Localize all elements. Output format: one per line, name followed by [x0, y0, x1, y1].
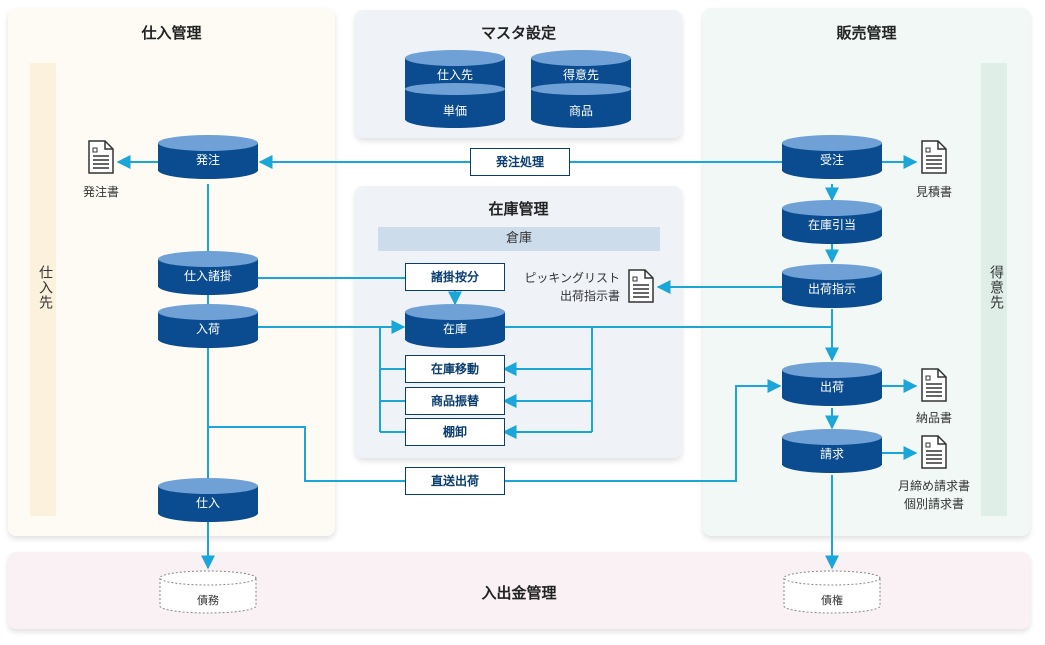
box-product-swap[interactable]: 商品振替	[405, 387, 505, 415]
node-stock-label: 在庫	[442, 322, 467, 336]
node-order-received-label: 受注	[819, 153, 844, 167]
doc-label-invoice-line2: 個別請求書	[903, 497, 964, 511]
node-purchase-charges[interactable]: 仕入諸掛	[158, 251, 258, 295]
node-arrival-label: 入荷	[195, 322, 220, 336]
doc-label-delivery-note: 納品書	[915, 411, 952, 425]
doc-label-picking-list-line1: ピッキングリスト	[524, 271, 620, 285]
box-direct-shipping[interactable]: 直送出荷	[405, 467, 505, 495]
master-settings-title: マスタ設定	[480, 24, 556, 42]
purchase-management-title: 仕入管理	[141, 24, 202, 42]
doc-label-invoice-line1: 月締め請求書	[897, 479, 970, 493]
sales-management-title: 販売管理	[836, 24, 897, 42]
warehouse-bar: 倉庫	[378, 227, 660, 251]
document-icon-quotation	[921, 140, 947, 174]
node-purchase-charges-label: 仕入諸掛	[183, 269, 232, 283]
node-receivables-label: 債権	[821, 594, 843, 607]
box-stocktaking[interactable]: 棚卸	[405, 418, 505, 446]
document-icon-delivery-note	[921, 368, 947, 402]
master-db-label-product: 商品	[568, 104, 593, 118]
node-shipment-label: 出荷	[819, 380, 844, 394]
node-billing-label: 請求	[819, 447, 844, 461]
node-order[interactable]: 発注	[158, 135, 258, 179]
node-arrival[interactable]: 入荷	[158, 304, 258, 348]
inventory-management-title: 在庫管理	[488, 200, 549, 218]
node-billing[interactable]: 請求	[782, 429, 882, 473]
dashed-cylinder-icon	[783, 570, 881, 614]
cash-management-title: 入出金管理	[481, 584, 557, 602]
master-db-supplier-price[interactable]: 仕入先 単価	[405, 50, 505, 128]
box-charge-allocation[interactable]: 諸掛按分	[405, 263, 505, 291]
node-order-label: 発注	[195, 153, 220, 167]
box-order-processing[interactable]: 発注処理	[470, 148, 570, 176]
node-order-received[interactable]: 受注	[782, 135, 882, 179]
supplier-label: 仕入先	[37, 265, 53, 310]
node-receivables[interactable]: 債権	[783, 570, 881, 614]
customer-label: 得意先	[988, 265, 1004, 310]
dashed-cylinder-icon	[159, 570, 257, 614]
master-db-label-price: 単価	[442, 104, 467, 118]
document-icon-invoice	[921, 435, 947, 469]
node-stock-allocation[interactable]: 在庫引当	[782, 200, 882, 244]
doc-label-invoice: 月締め請求書 個別請求書	[889, 477, 979, 513]
node-purchase-label: 仕入	[195, 496, 220, 510]
master-db-customer-product[interactable]: 得意先 商品	[531, 50, 631, 128]
supplier-strip	[30, 63, 56, 516]
node-stock-allocation-label: 在庫引当	[807, 218, 856, 232]
node-purchase[interactable]: 仕入	[158, 478, 258, 522]
node-stock[interactable]: 在庫	[405, 304, 505, 348]
customer-strip	[981, 63, 1007, 516]
doc-label-quotation: 見積書	[915, 185, 952, 199]
doc-label-purchase-order: 発注書	[82, 185, 119, 199]
document-icon-picking-list	[628, 269, 654, 303]
master-db-label-supplier: 仕入先	[436, 68, 473, 82]
box-stock-transfer[interactable]: 在庫移動	[405, 355, 505, 383]
doc-label-picking-list: ピッキングリスト 出荷指示書	[510, 269, 620, 305]
node-payables-label: 債務	[197, 594, 219, 607]
node-payables[interactable]: 債務	[159, 570, 257, 614]
doc-label-picking-list-line2: 出荷指示書	[559, 289, 620, 303]
master-db-label-customer: 得意先	[562, 68, 599, 82]
node-shipment[interactable]: 出荷	[782, 362, 882, 406]
node-shipping-instruction[interactable]: 出荷指示	[782, 264, 882, 308]
document-icon-purchase-order	[88, 140, 114, 174]
node-shipping-instruction-label: 出荷指示	[807, 282, 856, 296]
